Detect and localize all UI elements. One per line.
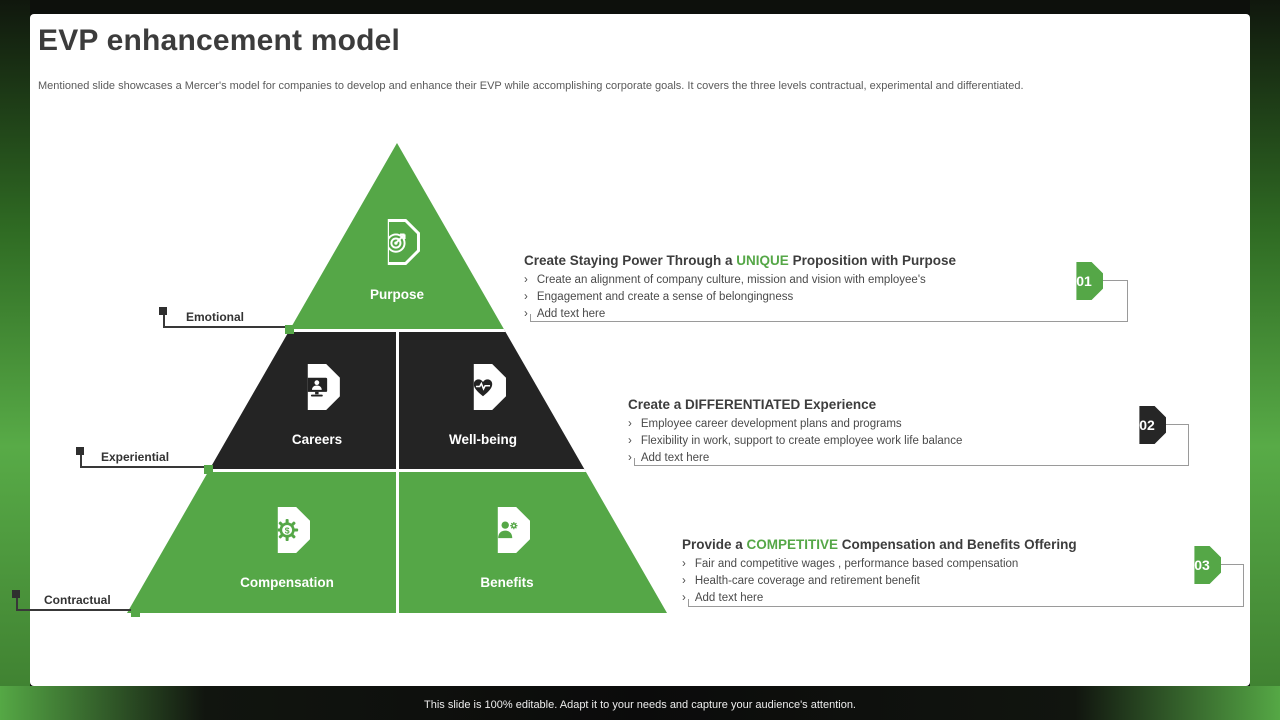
- bullet-text: Health-care coverage and retirement bene…: [694, 575, 920, 588]
- section-heading: Create a DIFFERENTIATED Experience: [628, 397, 1148, 412]
- side-label-emotional: Emotional: [186, 310, 245, 324]
- evp-pyramid: Purpose Careers: [127, 143, 667, 613]
- bracket-tick-03: [688, 599, 689, 607]
- target-icon: [387, 219, 420, 265]
- heading-highlight: DIFFERENTIATED: [685, 397, 801, 412]
- heading-highlight: COMPETITIVE: [746, 537, 839, 552]
- pyramid-label-compensation: Compensation: [240, 575, 334, 590]
- bullet-text: Add text here: [694, 592, 764, 605]
- bullet-item: › Add text here: [682, 591, 1202, 606]
- connector-start-square: [12, 590, 20, 598]
- bullet-marker: ›: [628, 452, 632, 465]
- pyramid-item-compensation: $ Compensation: [240, 507, 334, 590]
- bullet-marker: ›: [524, 308, 528, 321]
- gear-dollar-icon: $: [277, 507, 310, 553]
- pyramid-item-benefits: Benefits: [480, 507, 534, 590]
- connector-bracket-02: [634, 424, 1189, 466]
- bullet-list: › Fair and competitive wages , performanc…: [682, 557, 1202, 607]
- pyramid-item-wellbeing: Well-being: [449, 364, 517, 447]
- bullet-marker: ›: [682, 575, 686, 588]
- bracket-tick-01: [530, 314, 531, 322]
- center-divider: [395, 330, 399, 613]
- bullet-item: › Fair and competitive wages , performanc…: [682, 557, 1202, 572]
- bullet-text: Create an alignment of company culture, …: [536, 274, 926, 286]
- target-icon-inner: [388, 222, 417, 262]
- connector-start-square: [159, 307, 167, 315]
- section-compensation: Provide a COMPETITIVE Compensation and B…: [682, 537, 1202, 607]
- heading-prefix: Create a: [628, 397, 686, 412]
- bullet-marker: ›: [524, 291, 528, 304]
- heading-suffix: Proposition with Purpose: [788, 253, 957, 268]
- bullet-item: › Flexibility in work, support to create …: [628, 434, 1148, 449]
- pyramid-item-purpose: Purpose: [370, 219, 424, 302]
- page-title: EVP enhancement model: [38, 24, 401, 57]
- connector-contractual: [16, 597, 133, 611]
- bullet-list: › Employee career development plans and p…: [628, 417, 1148, 467]
- pyramid-triangle: Purpose Careers: [127, 143, 667, 613]
- bullet-text: Add text here: [640, 452, 710, 465]
- heading-suffix: Compensation and Benefits Offering: [838, 537, 1077, 552]
- connector-end-square: [204, 465, 213, 474]
- bullet-item: › Employee career development plans and p…: [628, 417, 1148, 432]
- connector-start-square: [76, 447, 84, 455]
- pyramid-label-benefits: Benefits: [480, 575, 534, 590]
- side-label-experiential: Experiential: [101, 450, 170, 464]
- section-experience: Create a DIFFERENTIATED Experience › Empl…: [628, 397, 1148, 467]
- bullet-item: › Add text here: [628, 451, 1148, 466]
- bullet-list: › Create an alignment of company culture,…: [524, 273, 1084, 323]
- heading-highlight: UNIQUE: [736, 253, 789, 268]
- slide-subtitle: Mentioned slide showcases a Mercer's mod…: [38, 80, 1024, 92]
- connector-bracket-01: [530, 280, 1128, 322]
- background-right-edge: [1250, 0, 1280, 720]
- connector-emotional: [163, 314, 286, 328]
- bullet-text: Fair and competitive wages , performance…: [694, 558, 1019, 570]
- career-monitor-icon: [307, 364, 340, 410]
- section-heading: Create Staying Power Through a UNIQUE Pr…: [524, 253, 1084, 268]
- side-label-contractual: Contractual: [44, 593, 111, 607]
- slide-canvas: EVP enhancement model Mentioned slide sh…: [12, 14, 1250, 686]
- section-heading: Provide a COMPETITIVE Compensation and B…: [682, 537, 1202, 552]
- bullet-marker: ›: [524, 274, 528, 286]
- bullet-marker: ›: [628, 418, 632, 430]
- bullet-text: Employee career development plans and pr…: [640, 418, 902, 430]
- pyramid-label-purpose: Purpose: [369, 287, 425, 302]
- bullet-text: Add text here: [536, 308, 606, 321]
- bracket-tick-02: [634, 458, 635, 466]
- bullet-marker: ›: [682, 558, 686, 570]
- person-gear-icon: [497, 507, 530, 553]
- bullet-item: › Add text here: [524, 307, 1084, 322]
- bullet-item: › Engagement and create a sense of belong…: [524, 290, 1084, 305]
- pyramid-label-careers: Careers: [291, 432, 343, 447]
- badge-connector-03: [1221, 564, 1244, 565]
- connector-bracket-03: [688, 564, 1244, 607]
- background-left-edge: [0, 0, 30, 720]
- section-purpose: Create Staying Power Through a UNIQUE Pr…: [524, 253, 1084, 323]
- bullet-text: Flexibility in work, support to create e…: [640, 435, 963, 448]
- bullet-marker: ›: [628, 435, 632, 448]
- pyramid-label-wellbeing: Well-being: [448, 432, 518, 447]
- connector-end-square: [131, 608, 140, 617]
- bullet-text: Engagement and create a sense of belongi…: [536, 291, 794, 304]
- heart-pulse-icon: [473, 364, 506, 410]
- footer-note: This slide is 100% editable. Adapt it to…: [424, 699, 856, 711]
- connector-experiential: [80, 454, 205, 468]
- bottom-band: [0, 686, 1280, 720]
- connector-end-square: [285, 325, 294, 334]
- badge-connector-02: [1166, 424, 1189, 425]
- heading-prefix: Create Staying Power Through a: [524, 253, 737, 268]
- bullet-item: › Health-care coverage and retirement ben…: [682, 574, 1202, 589]
- badge-connector-01: [1103, 280, 1128, 281]
- bullet-item: › Create an alignment of company culture,…: [524, 273, 1084, 288]
- heading-suffix: Experience: [800, 397, 877, 412]
- svg-text:$: $: [285, 525, 290, 535]
- pyramid-item-careers: Careers: [292, 364, 342, 447]
- bullet-marker: ›: [682, 592, 686, 605]
- heading-prefix: Provide a: [682, 537, 747, 552]
